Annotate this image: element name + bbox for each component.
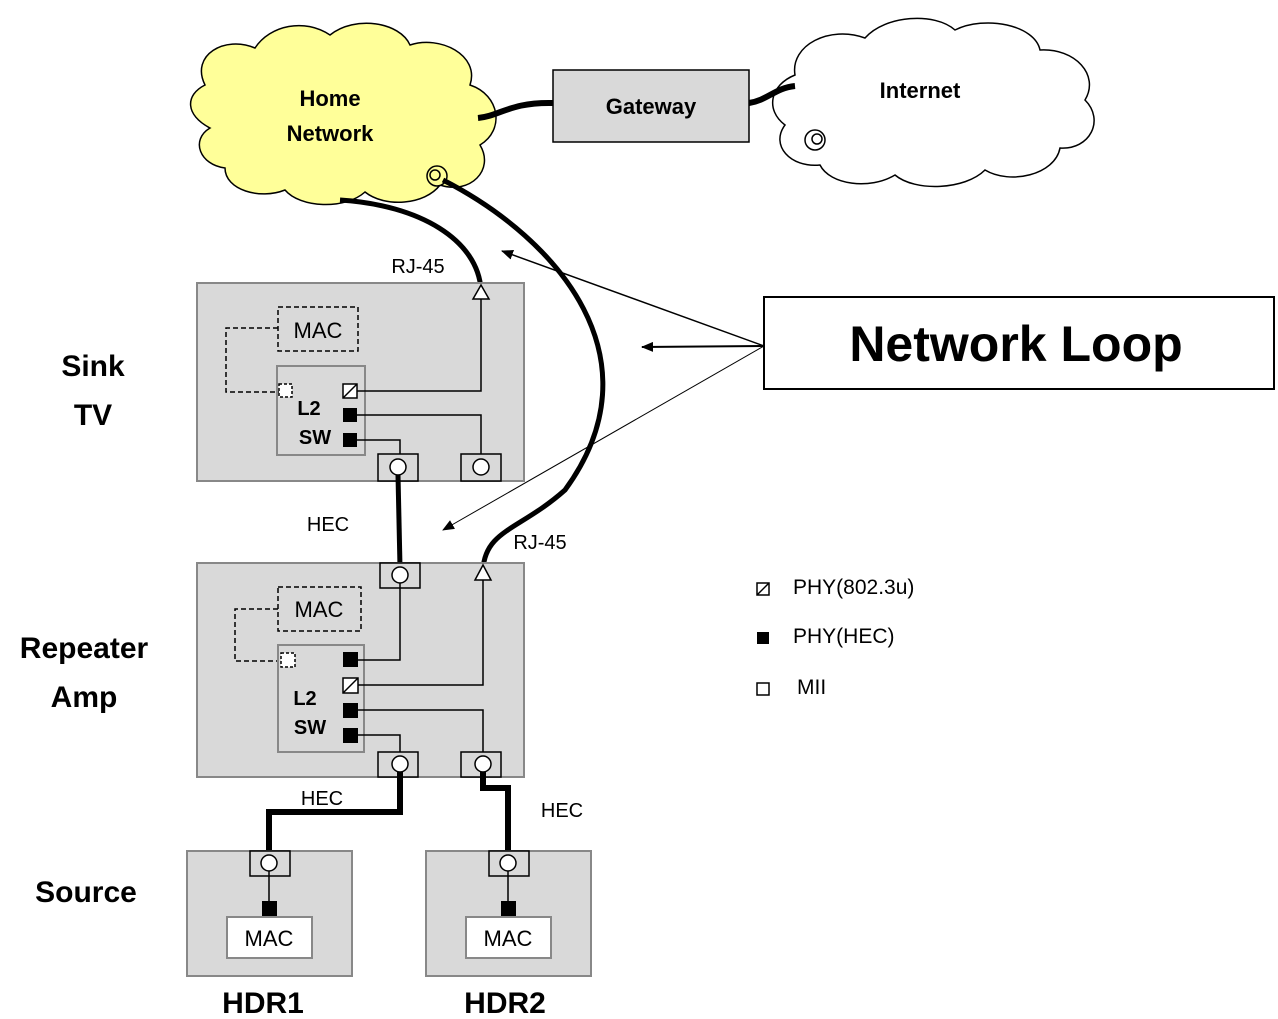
legend: PHY(802.3u) PHY(HEC) MII	[756, 576, 914, 699]
repeater-amp-device: Repeater Amp MAC L2 SW	[20, 562, 525, 778]
repeater-mac-label: MAC	[295, 597, 344, 622]
hec-port-icon	[377, 751, 419, 778]
sink-mac-label: MAC	[294, 318, 343, 343]
hec-label-sink-repeater: HEC	[307, 514, 349, 536]
phy-hec-port-icon	[343, 728, 358, 743]
internet-label: Internet	[880, 78, 961, 103]
phy-hec-port-icon	[343, 433, 357, 447]
home-network-cloud: Home Network	[189, 22, 497, 206]
hec-cable-hdr2	[480, 772, 511, 857]
network-loop-label: Network Loop	[849, 316, 1182, 372]
rj45-label-repeater: RJ-45	[513, 532, 566, 554]
legend-item-phy-hec: PHY(HEC)	[757, 625, 895, 648]
phy-802-3u-port-icon	[342, 677, 359, 694]
gateway-box: Gateway	[477, 69, 796, 143]
rj45-label-sink: RJ-45	[391, 256, 444, 278]
hec-port-icon	[460, 453, 502, 482]
sink-tv-device: Sink TV MAC L2 SW	[61, 282, 525, 482]
repeater-label-line1: Repeater	[20, 632, 149, 665]
repeater-l2-switch: L2 SW	[277, 644, 365, 753]
loop-arrow-bottom	[442, 345, 765, 531]
internet-cloud: Internet	[771, 17, 1095, 188]
repeater-label-line2: Amp	[51, 681, 118, 714]
mii-port-icon	[280, 652, 296, 668]
hdr2-device: MAC HDR2	[425, 850, 592, 1019]
phy-hec-port-icon	[262, 901, 277, 916]
open-square-icon	[756, 682, 770, 696]
legend-label: PHY(802.3u)	[793, 576, 914, 599]
sink-switch-label-line1: L2	[297, 398, 320, 420]
legend-item-mii: MII	[756, 676, 826, 699]
filled-square-icon	[757, 632, 769, 644]
cloud-connector-icon	[426, 165, 448, 187]
loop-arrow-top	[501, 250, 765, 347]
gateway-home-link	[477, 99, 554, 121]
sink-label-line1: Sink	[61, 350, 125, 383]
hec-cable-hdr1	[266, 772, 403, 857]
rj45-jack-icon	[471, 283, 491, 300]
loop-arrow-middle	[641, 341, 765, 352]
hatched-square-icon	[756, 582, 770, 596]
mii-port-icon	[278, 383, 293, 398]
phy-802-3u-port-icon	[342, 383, 358, 399]
hec-cable-sink-repeater	[395, 474, 403, 568]
network-loop-callout: Network Loop	[442, 250, 1275, 531]
phy-hec-port-icon	[501, 901, 516, 916]
sink-mac-block: MAC	[225, 306, 359, 393]
home-network-label-line2: Network	[287, 121, 375, 146]
source-label: Source	[35, 876, 137, 909]
legend-label: MII	[797, 676, 826, 699]
gateway-internet-link	[748, 83, 796, 106]
sink-l2-switch: L2 SW	[276, 365, 366, 456]
hdr2-label: HDR2	[464, 987, 546, 1019]
hdr1-mac-label: MAC	[245, 926, 294, 951]
hdr1-label: HDR1	[222, 987, 304, 1019]
sink-label-line2: TV	[74, 399, 112, 432]
hec-port-icon	[488, 850, 530, 877]
hdr1-device: MAC HDR1	[186, 850, 353, 1019]
legend-item-phy-802-3u: PHY(802.3u)	[756, 576, 914, 599]
hdr2-mac-label: MAC	[484, 926, 533, 951]
repeater-switch-label-line2: SW	[294, 717, 326, 739]
hec-label-hdr2: HEC	[541, 800, 583, 822]
sink-switch-label-line2: SW	[299, 427, 331, 449]
phy-hec-port-icon	[343, 408, 357, 422]
repeater-switch-label-line1: L2	[293, 688, 316, 710]
phy-hec-port-icon	[343, 652, 358, 667]
phy-hec-port-icon	[343, 703, 358, 718]
gateway-label: Gateway	[606, 94, 697, 119]
home-network-label-line1: Home	[299, 86, 360, 111]
legend-label: PHY(HEC)	[793, 625, 895, 648]
repeater-mac-block: MAC	[234, 586, 362, 662]
cloud-connector-icon	[804, 129, 826, 151]
rj45-cable-sink	[339, 197, 484, 291]
hec-port-icon	[249, 850, 291, 877]
rj45-cable-repeater	[441, 177, 606, 571]
hec-label-hdr1: HEC	[301, 788, 343, 810]
